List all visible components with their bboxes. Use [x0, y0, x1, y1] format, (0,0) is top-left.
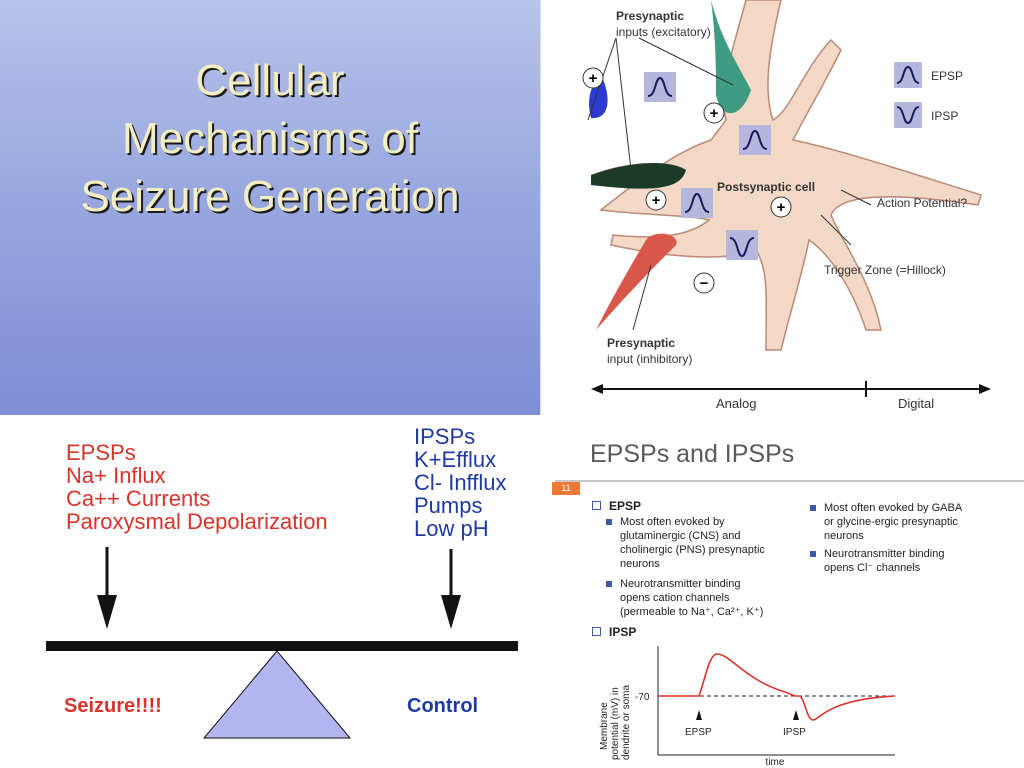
svg-text:EPSP: EPSP: [931, 69, 963, 83]
membrane-trace: [658, 653, 896, 721]
plus-icon: +: [582, 67, 604, 89]
graph-ylabel-1: Membrane: [599, 702, 610, 750]
bullet-icon: [810, 505, 816, 511]
bullet-icon: [810, 551, 816, 557]
analog-label: Analog: [716, 396, 756, 411]
epsp-ipsp-slide: EPSPs and IPSPs 11 EPSP Most often evoke…: [540, 415, 1024, 768]
inhibitory-terminal-red: [596, 233, 677, 330]
svg-text:+: +: [777, 199, 786, 216]
seizure-label: Seizure!!!!: [64, 695, 162, 717]
bullet-icon: [592, 501, 601, 510]
title-panel: [0, 0, 540, 415]
slide-title: Cellular Mechanisms of Seizure Generatio…: [0, 52, 540, 226]
control-label: Control: [407, 695, 478, 717]
epsp-marker-label: EPSP: [685, 727, 712, 738]
svg-text:−: −: [700, 275, 709, 292]
list-item: Pumps: [414, 493, 483, 518]
legend-ipsp: IPSP: [894, 102, 958, 128]
digital-label: Digital: [898, 396, 934, 411]
control-factors-list: IPSPs K+Efflux Cl- Infflux Pumps Low pH: [414, 425, 507, 540]
ipsp-marker-label: IPSP: [783, 727, 806, 738]
ipsp-marker-icon: [793, 710, 799, 720]
list-item: EPSPs: [66, 440, 136, 465]
bullet-icon: [606, 581, 612, 587]
balance-panel: EPSPs Na+ Influx Ca++ Currents Paroxysma…: [0, 415, 540, 768]
list-item: IPSPs: [414, 424, 476, 449]
epsp-marker-icon: [696, 710, 702, 720]
svg-text:+: +: [589, 70, 598, 87]
balance-beam: [46, 641, 518, 651]
list-item: Most often evoked by glutaminergic (CNS)…: [592, 515, 812, 571]
list-item: Na+ Influx: [66, 463, 166, 488]
list-item: Cl- Infflux: [414, 470, 507, 495]
graph-ylabel-2: potential (mV) in: [610, 687, 621, 760]
list-item: Paroxysmal Depolarization: [66, 509, 328, 534]
title-line-1: Cellular: [195, 56, 345, 105]
epsp-box-1: [644, 72, 676, 102]
epsp-box-2: [739, 125, 771, 155]
svg-text:+: +: [710, 105, 719, 122]
presynaptic-excitatory-label-1: Presynaptic: [616, 9, 684, 23]
neuron-diagram-panel: + + + + − Presynaptic inputs (excitatory…: [540, 0, 1024, 415]
trigger-zone-label: Trigger Zone (=Hillock): [824, 263, 946, 277]
title-line-3: Seizure Generation: [80, 172, 460, 221]
neuron-body: [599, 0, 982, 351]
bullet-icon: [592, 627, 601, 636]
minus-icon: −: [693, 272, 715, 294]
title-line-2: Mechanisms of: [122, 114, 418, 163]
list-item: Neurotransmitter binding opens cation ch…: [592, 577, 812, 619]
right-arrow: [441, 549, 461, 629]
epsp-box-3: [681, 188, 713, 218]
left-arrow: [97, 547, 117, 629]
list-item: Ca++ Currents: [66, 486, 211, 511]
graph-ytick: -70: [635, 692, 650, 703]
legend-epsp: EPSP: [894, 62, 963, 88]
page-number-badge: 11: [552, 482, 580, 495]
balance-scale: Seizure!!!! Control: [46, 547, 518, 739]
list-item: Neurotransmitter binding opens Cl⁻ chann…: [810, 547, 1020, 575]
presynaptic-excitatory-label-2: inputs (excitatory): [616, 25, 711, 39]
analog-digital-axis: Analog Digital: [591, 381, 991, 411]
list-item: Low pH: [414, 516, 489, 541]
fulcrum-triangle: [202, 650, 352, 739]
title-divider: [555, 480, 1024, 482]
graph-xlabel: time: [766, 757, 785, 768]
epsp-heading: EPSP: [592, 499, 812, 513]
postsynaptic-cell-label: Postsynaptic cell: [717, 180, 815, 194]
action-potential-label: Action Potential?: [877, 196, 967, 210]
membrane-potential-graph: Membrane potential (mV) in dendrite or s…: [599, 646, 896, 768]
plus-icon: +: [703, 102, 725, 124]
ipsp-box: [726, 230, 758, 260]
graph-ylabel-3: dendrite or soma: [621, 685, 632, 760]
excitatory-terminal-dark: [591, 163, 686, 189]
plus-icon: +: [645, 189, 667, 211]
presynaptic-inhibitory-label-2: input (inhibitory): [607, 352, 692, 366]
neuron-diagram: + + + + − Presynaptic inputs (excitatory…: [582, 0, 991, 411]
ipsp-heading: IPSP: [592, 625, 812, 639]
svg-text:+: +: [652, 192, 661, 209]
ipsp-column: Most often evoked by GABA or glycine-erg…: [810, 501, 1020, 575]
presynaptic-inhibitory-label-1: Presynaptic: [607, 336, 675, 350]
epsp-column: EPSP Most often evoked by glutaminergic …: [592, 499, 812, 639]
plus-icon: +: [770, 196, 792, 218]
list-item: K+Efflux: [414, 447, 497, 472]
excitatory-terminal-green: [711, 0, 751, 114]
seizure-factors-list: EPSPs Na+ Influx Ca++ Currents Paroxysma…: [66, 441, 328, 533]
list-item: Most often evoked by GABA or glycine-erg…: [810, 501, 1020, 543]
epsp-slide-title: EPSPs and IPSPs: [590, 440, 795, 468]
svg-text:IPSP: IPSP: [931, 109, 958, 123]
bullet-icon: [606, 519, 612, 525]
